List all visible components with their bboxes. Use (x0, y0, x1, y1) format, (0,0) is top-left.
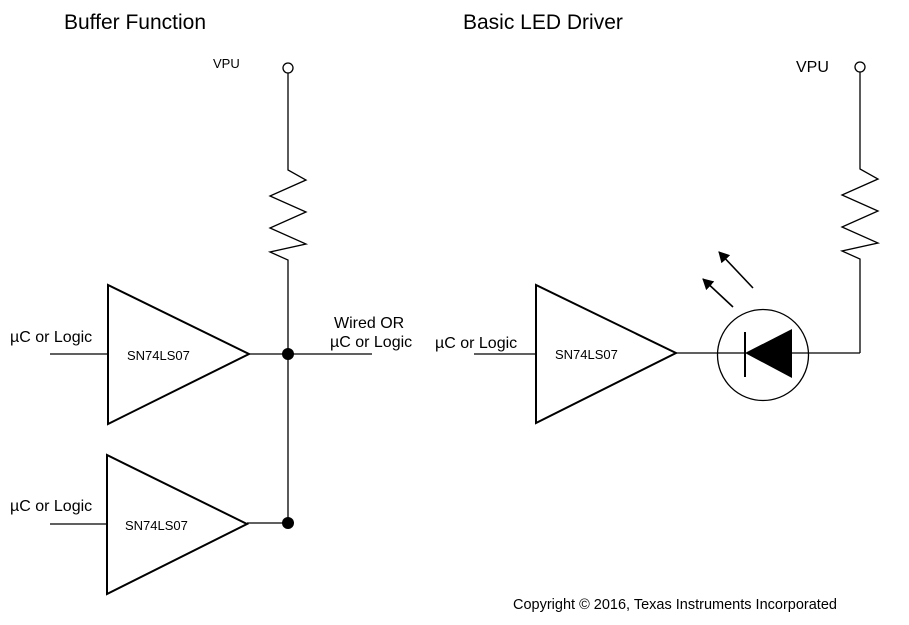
buffer-triangle-icon (107, 283, 252, 426)
output-label-line2: µC or Logic (330, 334, 412, 351)
pullup-resistor-icon (839, 162, 881, 268)
buffer-function-panel: Buffer Function VPU SN74LS07 µC or Logic… (10, 11, 412, 596)
led-driver-title: Basic LED Driver (463, 11, 623, 34)
pullup-resistor-icon (267, 163, 309, 270)
junction-dot-icon (282, 348, 294, 360)
buffer-triangle-icon (106, 453, 250, 596)
led-icon (716, 308, 810, 402)
junction-dot-icon (282, 517, 294, 529)
buffer-bottom-label: SN74LS07 (125, 518, 188, 533)
input-label-bottom: µC or Logic (10, 498, 92, 515)
light-emission-arrows-icon (702, 251, 754, 308)
copyright-text: Copyright © 2016, Texas Instruments Inco… (513, 597, 837, 613)
buffer-triangle-icon (535, 283, 679, 425)
vpu-label-right: VPU (796, 59, 829, 76)
input-label-right: µC or Logic (435, 335, 517, 352)
supply-terminal-icon (854, 61, 866, 73)
buffer-label-right: SN74LS07 (555, 347, 618, 362)
buffer-top-label: SN74LS07 (127, 348, 190, 363)
buffer-function-title: Buffer Function (64, 11, 206, 34)
supply-terminal-icon (282, 62, 294, 74)
output-label-line1: Wired OR (334, 315, 404, 332)
input-label-top: µC or Logic (10, 329, 92, 346)
vpu-label-left: VPU (213, 56, 240, 71)
led-driver-panel: Basic LED Driver VPU SN74LS07 µC or Logi… (435, 11, 881, 425)
